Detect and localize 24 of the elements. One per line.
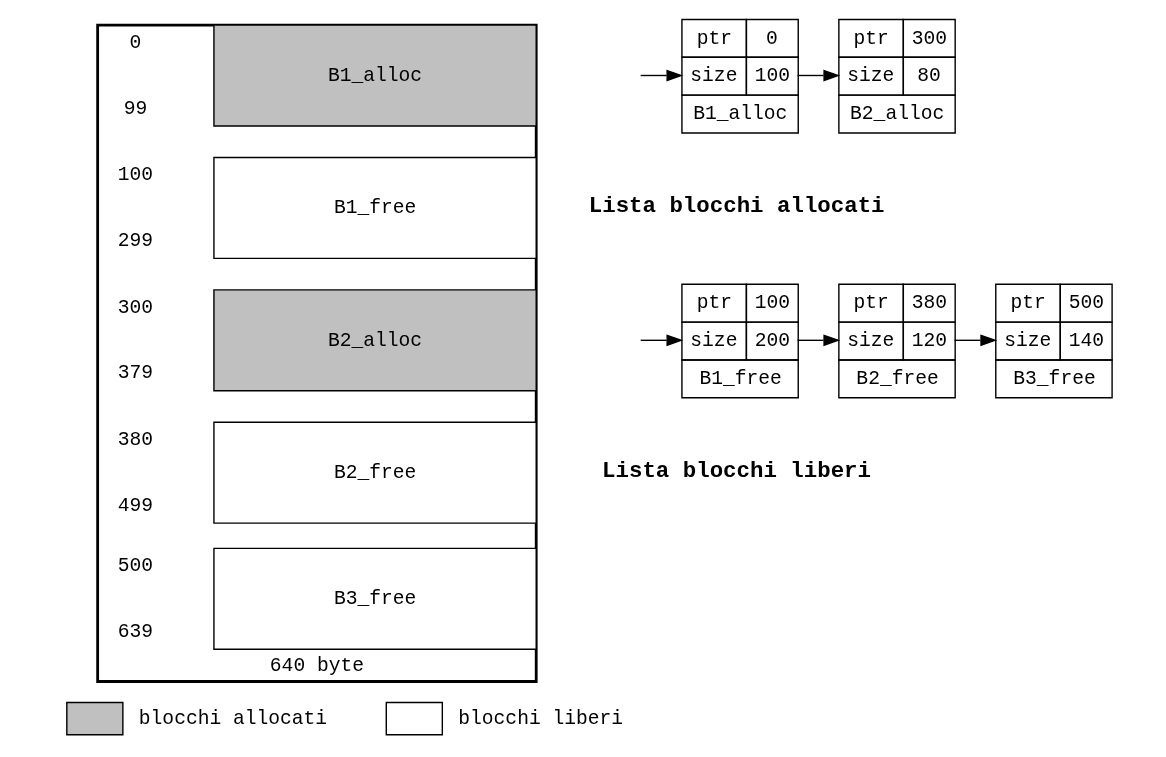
node-box: B2_alloc xyxy=(212,289,537,392)
label: Lista blocchi allocati xyxy=(588,192,885,219)
node-box: B1_free xyxy=(212,156,537,260)
node-label: 0 xyxy=(129,31,141,54)
node-box: B3_free xyxy=(212,547,537,650)
arrow xyxy=(796,69,840,82)
node-label: 380 xyxy=(117,428,153,451)
label: Lista blocchi liberi xyxy=(601,457,871,484)
node-label: 499 xyxy=(117,494,153,517)
node-label: 100 xyxy=(117,164,153,187)
node-label: 99 xyxy=(123,97,147,120)
node-label: 500 xyxy=(117,555,153,578)
arrow xyxy=(639,69,683,82)
legend-label: blocchi allocati xyxy=(138,707,327,730)
node-label: 300 xyxy=(117,296,153,319)
node-box: B2_free xyxy=(212,421,537,524)
arrow xyxy=(796,334,840,347)
arrow xyxy=(639,334,683,347)
legend-label: blocchi liberi xyxy=(457,707,623,730)
node-label: 379 xyxy=(117,362,153,385)
node-box: B1_alloc xyxy=(212,24,537,127)
node-label: 299 xyxy=(117,230,153,253)
arrow xyxy=(953,334,997,347)
node-label: 639 xyxy=(117,620,153,643)
